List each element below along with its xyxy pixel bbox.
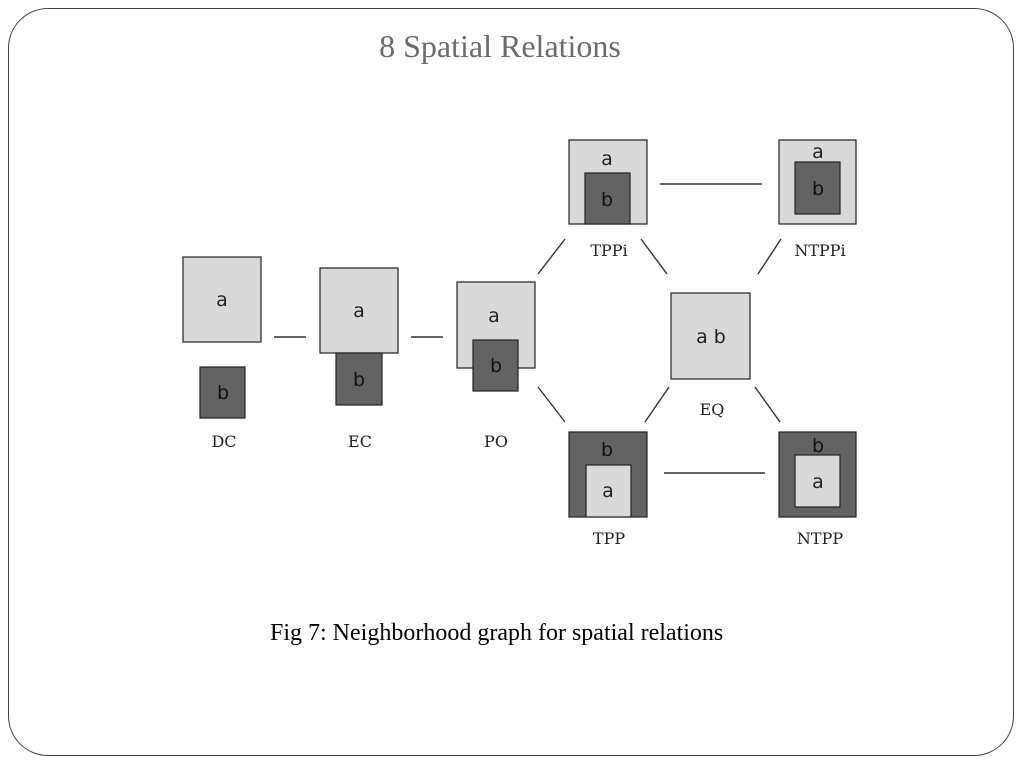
- region-a-label: a: [812, 141, 824, 163]
- figure-caption: Fig 7: Neighborhood graph for spatial re…: [270, 620, 724, 646]
- region-a-label: a: [488, 305, 500, 327]
- region-a: [585, 464, 632, 518]
- node-eq: a b EQ: [670, 292, 751, 419]
- edge-tpp-eq: [644, 386, 670, 423]
- node-ec: a b EC: [319, 267, 399, 451]
- region-b: [335, 352, 383, 406]
- node-tppi: a b TPPi: [568, 139, 648, 260]
- graph-edges: [274, 183, 782, 474]
- region-a-label: a: [602, 480, 614, 502]
- edge-ntppi-eq: [757, 238, 782, 275]
- node-ntppi: a b NTPPi: [778, 139, 857, 260]
- edge-eq-ntpp: [754, 386, 781, 423]
- region-a: [319, 267, 399, 354]
- relation-label-ntpp: NTPP: [797, 529, 843, 548]
- relation-label-po: PO: [484, 432, 508, 451]
- relation-label-tppi: TPPi: [590, 241, 627, 260]
- node-ntpp: b a NTPP: [778, 431, 857, 548]
- region-b-label: b: [217, 382, 229, 404]
- region-a: [794, 454, 841, 508]
- relation-label-dc: DC: [211, 432, 236, 451]
- region-b-label: b: [812, 435, 824, 457]
- region-b: [794, 161, 841, 215]
- node-dc: a b DC: [182, 256, 262, 451]
- region-ab: [670, 292, 751, 380]
- region-b: [584, 172, 631, 225]
- region-a-label: a: [601, 148, 613, 170]
- region-b-label: b: [490, 355, 502, 377]
- relation-label-eq: EQ: [700, 400, 725, 419]
- node-tpp: b a TPP: [568, 431, 648, 548]
- region-b-label: b: [601, 189, 613, 211]
- region-a-label: a: [812, 471, 824, 493]
- edge-tppi-eq: [640, 238, 668, 275]
- region-b: [472, 339, 519, 392]
- region-ab-label: a b: [696, 326, 726, 348]
- relation-label-tpp: TPP: [593, 529, 625, 548]
- region-b-label: b: [812, 178, 824, 200]
- slide-frame: [8, 8, 1014, 756]
- region-b: [199, 366, 246, 419]
- slide-title: 8 Spatial Relations: [379, 28, 621, 64]
- node-po: a b PO: [456, 281, 536, 451]
- edge-po-tppi: [537, 238, 566, 275]
- region-a-label: a: [216, 289, 228, 311]
- region-a-label: a: [353, 300, 365, 322]
- edge-po-tpp: [537, 386, 566, 423]
- relation-label-ec: EC: [348, 432, 372, 451]
- region-a: [182, 256, 262, 343]
- region-b-label: b: [601, 439, 613, 461]
- relation-label-ntppi: NTPPi: [794, 241, 845, 260]
- region-b-label: b: [353, 369, 365, 391]
